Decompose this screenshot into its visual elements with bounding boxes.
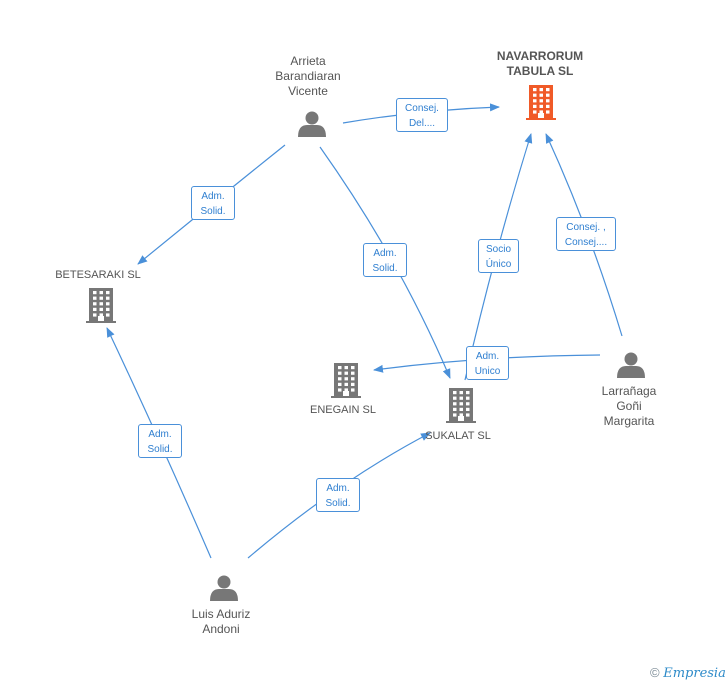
enegain-company-label[interactable]: ENEGAIN SL (283, 403, 403, 418)
navarrorum-building-icon[interactable] (526, 85, 556, 120)
edge-label-line: Adm. (201, 191, 225, 202)
larranaga-person-icon[interactable] (617, 352, 645, 379)
copyright-symbol: © (650, 665, 660, 680)
company-name-line: NAVARRORUM (496, 49, 584, 63)
edge-label-line: Consej.... (564, 237, 608, 248)
person-name-line: Andoni (202, 622, 240, 636)
enegain-building-icon[interactable] (331, 363, 361, 398)
edge-label-larranaga-to-enegain[interactable]: Adm. Unico (466, 346, 509, 380)
sukalat-building-icon[interactable] (446, 388, 476, 423)
person-name-line: Arrieta (290, 54, 326, 68)
company-name-line: ENEGAIN SL (309, 404, 377, 416)
person-name-line: Goñi (616, 399, 642, 413)
person-name-line: Larrañaga (601, 384, 657, 398)
person-name-line: Vicente (288, 84, 328, 98)
edges-layer (106, 103, 623, 559)
edge-label-aduriz-to-sukalat[interactable]: Adm. Solid. (316, 478, 360, 512)
company-name-line: TABULA SL (506, 64, 574, 78)
company-name-line: SUKALAT SL (425, 430, 491, 442)
edge-label-line: Consej. (405, 103, 439, 114)
nodes-layer (86, 85, 645, 601)
aduriz-person-icon[interactable] (210, 575, 238, 602)
edge-label-line: Solid. (200, 206, 226, 217)
edge-label-line: Solid. (325, 498, 351, 509)
edge-label-line: Del.... (408, 118, 436, 129)
edge-label-line: Solid. (372, 263, 398, 274)
edge-label-arrieta-to-sukalat[interactable]: Adm. Solid. (363, 243, 407, 277)
empresia-logo[interactable]: Empresia (663, 666, 726, 681)
edge-label-line: Socio (485, 244, 511, 255)
betesaraki-building-icon[interactable] (86, 288, 116, 323)
betesaraki-company-label[interactable]: BETESARAKI SL (38, 268, 158, 283)
edge-label-larranaga-to-navarrorum[interactable]: Consej. , Consej.... (556, 217, 616, 251)
edge-label-line: Adm. (148, 429, 172, 440)
person-name-line: Barandiaran (275, 69, 341, 83)
person-name-line: Luis Aduriz (191, 607, 251, 621)
edge-label-line: Adm. (373, 248, 397, 259)
edge-label-line: Unico (474, 366, 501, 377)
person-name-line: Margarita (603, 414, 655, 428)
edge-label-aduriz-to-betesaraki[interactable]: Adm. Solid. (138, 424, 182, 458)
edge-label-arrieta-to-betesaraki[interactable]: Adm. Solid. (191, 186, 235, 220)
edge-label-line: Adm. (475, 351, 500, 362)
edge-label-arrieta-to-navarrorum[interactable]: Consej. Del.... (396, 98, 448, 132)
sukalat-company-label[interactable]: SUKALAT SL (398, 429, 518, 444)
copyright-credit: © Empresia (650, 665, 726, 681)
edge-label-line: Adm. (326, 483, 350, 494)
arrieta-person-icon[interactable] (298, 111, 326, 138)
edge-label-line: Solid. (147, 444, 173, 455)
edge-label-line: Consej. , (566, 222, 606, 233)
company-name-line: BETESARAKI SL (55, 269, 141, 281)
edge-label-line: Único (485, 259, 512, 270)
